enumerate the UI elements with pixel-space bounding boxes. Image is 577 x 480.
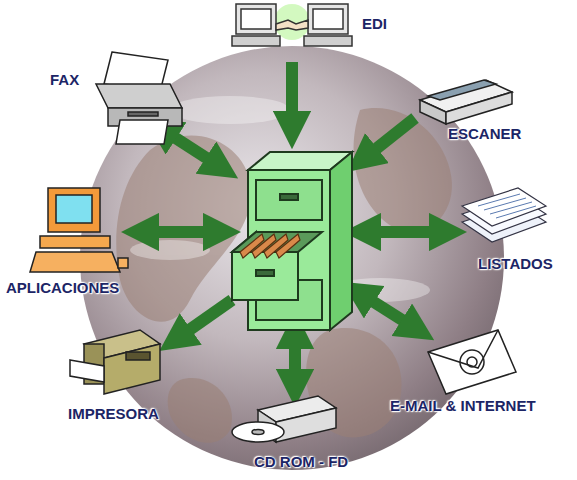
device-label: IMPRESORA <box>66 404 161 424</box>
listing-icon <box>462 188 546 242</box>
computer-icon <box>30 188 128 272</box>
device-label: ESCANER <box>446 124 523 144</box>
scanner-icon <box>420 80 512 124</box>
device-label: CD ROM - FD <box>252 452 350 472</box>
device-node: APLICACIONES <box>4 278 121 298</box>
filing-cabinet <box>232 152 352 330</box>
edi-computers <box>232 4 352 46</box>
continents <box>116 108 452 443</box>
device-label: LISTADOS <box>476 254 555 274</box>
device-node: IMPRESORA <box>66 404 161 424</box>
printer-icon <box>70 330 160 394</box>
device-node: FAX <box>48 70 81 90</box>
device-node: ESCANER <box>446 124 523 144</box>
device-label: FAX <box>48 70 81 90</box>
fax-icon <box>96 52 182 144</box>
arrows <box>140 62 448 388</box>
device-label: E-MAIL & INTERNET <box>388 396 538 416</box>
device-node: LISTADOS <box>476 254 555 274</box>
device-label: EDI <box>360 14 389 34</box>
cdrom-icon <box>232 396 336 442</box>
device-label: APLICACIONES <box>4 278 121 298</box>
clouds <box>130 96 430 302</box>
email-icon <box>428 330 516 394</box>
device-node: E-MAIL & INTERNET <box>388 396 538 416</box>
device-node: CD ROM - FD <box>252 452 350 472</box>
device-node: EDI <box>360 14 389 34</box>
